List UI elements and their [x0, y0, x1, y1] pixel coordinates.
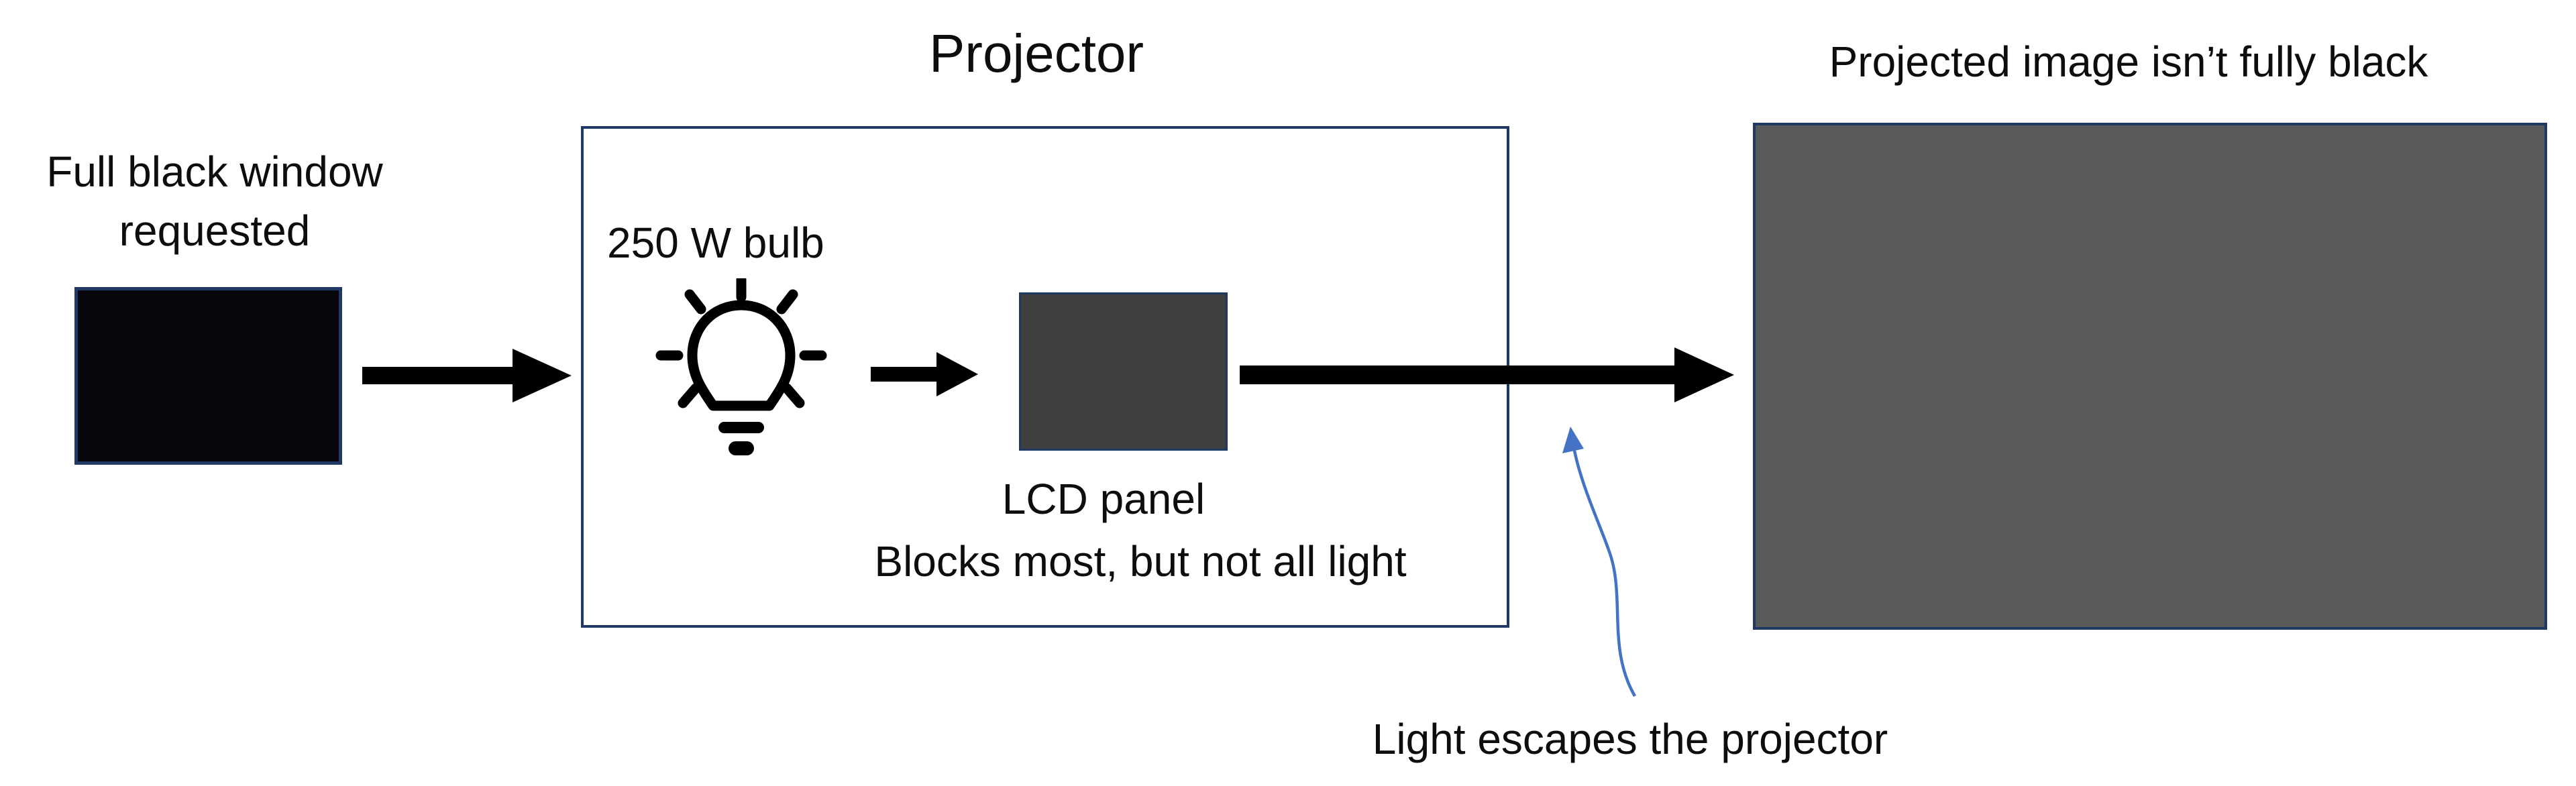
- curved-arrow-up-icon: [1562, 427, 1636, 697]
- black-window-rect: [74, 287, 342, 465]
- arrow-right-icon: [1240, 347, 1734, 402]
- source-caption: Full black window requested: [46, 148, 383, 256]
- arrow-right-icon: [871, 352, 978, 396]
- lcd-note: Blocks most, but not all light: [874, 537, 1407, 585]
- lcd-label: LCD panel: [1002, 475, 1205, 523]
- output-caption: Projected image isn’t fully black: [1829, 38, 2428, 86]
- annotation-caption: Light escapes the projector: [1372, 715, 1888, 763]
- lightbulb-icon: [655, 278, 827, 455]
- projected-image-rect: [1753, 123, 2547, 630]
- bulb-label: 250 W bulb: [607, 219, 824, 267]
- projector-title: Projector: [928, 23, 1144, 83]
- arrow-right-icon: [362, 349, 572, 402]
- lcd-panel-rect: [1019, 292, 1228, 451]
